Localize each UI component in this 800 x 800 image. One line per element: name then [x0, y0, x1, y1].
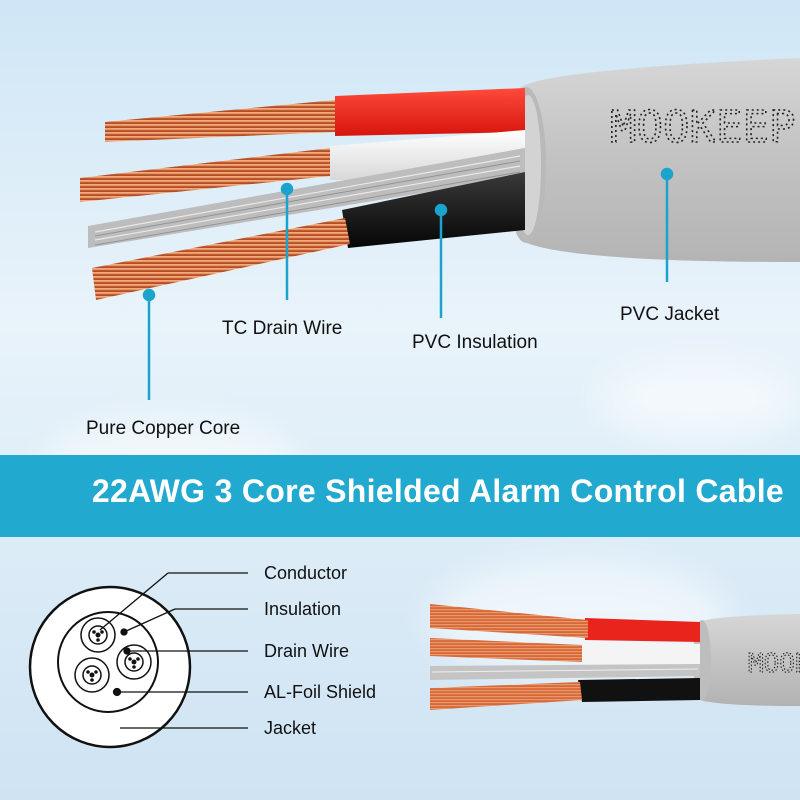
brand-print: MOOKEEP: [610, 102, 795, 153]
drain-wire: [88, 148, 525, 248]
pvc-jacket: [520, 58, 800, 262]
red-insulated-wire: [335, 88, 525, 136]
label-pure-copper-core: Pure Copper Core: [86, 418, 241, 439]
label-conductor: Conductor: [264, 563, 348, 583]
leader-dot: [280, 182, 294, 196]
black-insulated-wire: [342, 172, 525, 248]
cloud: [430, 560, 730, 680]
cloud: [600, 360, 800, 440]
leader-dot: [434, 203, 448, 217]
leader-dot: [660, 167, 674, 181]
cable-illustration-top: MOOKEEP: [80, 58, 800, 400]
label-al-foil-shield: AL-Foil Shield: [264, 682, 377, 702]
title-banner: 22AWG 3 Core Shielded Alarm Control Cabl…: [0, 455, 800, 537]
label-tc-drain-wire: TC Drain Wire: [222, 318, 343, 339]
label-pvc-jacket: PVC Jacket: [620, 304, 720, 325]
label-pvc-insulation: PVC Insulation: [412, 332, 538, 353]
label-drain-wire: Drain Wire: [264, 641, 350, 661]
label-jacket: Jacket: [264, 718, 317, 738]
label-insulation: Insulation: [264, 599, 342, 619]
copper-strands: [92, 218, 350, 300]
copper-strands: [80, 148, 330, 202]
leader-dot: [142, 288, 156, 302]
copper-strands: [105, 100, 335, 142]
cross-section-diagram: [28, 572, 248, 749]
banner-title: 22AWG 3 Core Shielded Alarm Control Cabl…: [91, 473, 784, 509]
brand-print-small: MOOKEEP: [748, 649, 800, 679]
